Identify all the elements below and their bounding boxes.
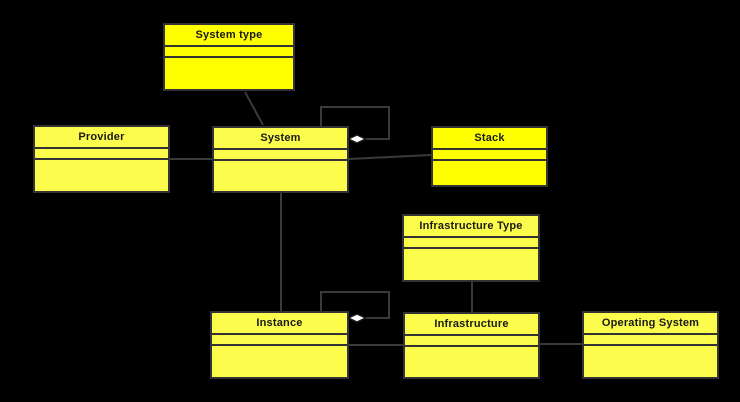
- class-methods-compartment: [165, 56, 293, 89]
- class-attributes-compartment: [212, 333, 347, 344]
- class-title: Stack: [474, 132, 505, 144]
- class-methods-compartment: [35, 158, 168, 191]
- class-attributes-compartment: [165, 45, 293, 56]
- class-title: System type: [195, 29, 263, 41]
- class-title: Operating System: [601, 317, 700, 329]
- class-title: Provider: [78, 131, 125, 143]
- class-attributes-compartment: [584, 333, 717, 344]
- class-methods-compartment: [405, 345, 538, 377]
- class-infrastructure: Infrastructure: [403, 312, 540, 379]
- class-system-type: System type: [163, 23, 295, 91]
- class-provider: Provider: [33, 125, 170, 193]
- class-system: System: [212, 126, 349, 193]
- class-title: Infrastructure Type: [419, 220, 523, 232]
- class-operating-system: Operating System: [582, 311, 719, 379]
- class-attributes-compartment: [214, 148, 347, 159]
- class-attributes-compartment: [35, 147, 168, 158]
- class-title: Infrastructure: [434, 318, 509, 330]
- class-infrastructure-type: Infrastructure Type: [402, 214, 540, 282]
- class-methods-compartment: [404, 247, 538, 280]
- class-methods-compartment: [214, 159, 347, 191]
- class-title: Instance: [256, 317, 303, 329]
- class-attributes-compartment: [405, 334, 538, 345]
- class-methods-compartment: [584, 344, 717, 377]
- class-attributes-compartment: [404, 236, 538, 247]
- class-stack: Stack: [431, 126, 548, 187]
- class-instance: Instance: [210, 311, 349, 379]
- class-methods-compartment: [212, 344, 347, 377]
- class-attributes-compartment: [433, 148, 546, 159]
- class-methods-compartment: [433, 159, 546, 185]
- class-title: System: [260, 132, 301, 144]
